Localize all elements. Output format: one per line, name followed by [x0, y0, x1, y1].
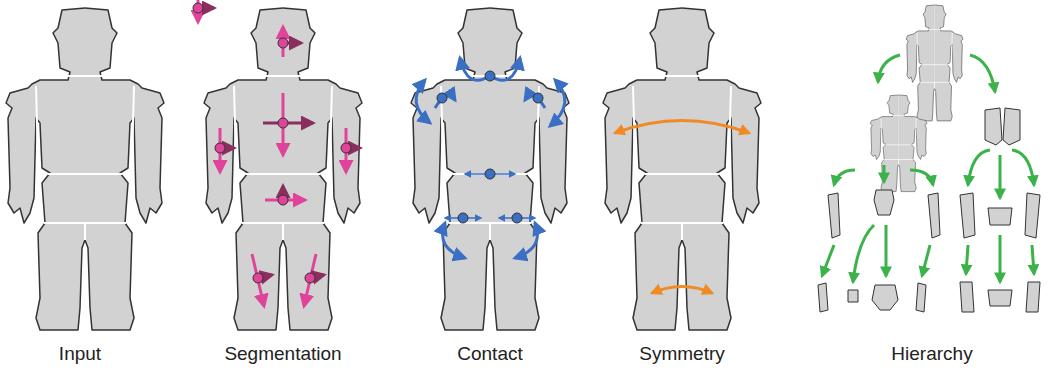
panel-caption: Hierarchy: [891, 343, 972, 365]
panel-caption: Symmetry: [639, 343, 725, 365]
panel-caption: Segmentation: [224, 343, 341, 365]
panel-caption: Input: [59, 343, 101, 365]
panel-caption: Contact: [457, 343, 522, 365]
